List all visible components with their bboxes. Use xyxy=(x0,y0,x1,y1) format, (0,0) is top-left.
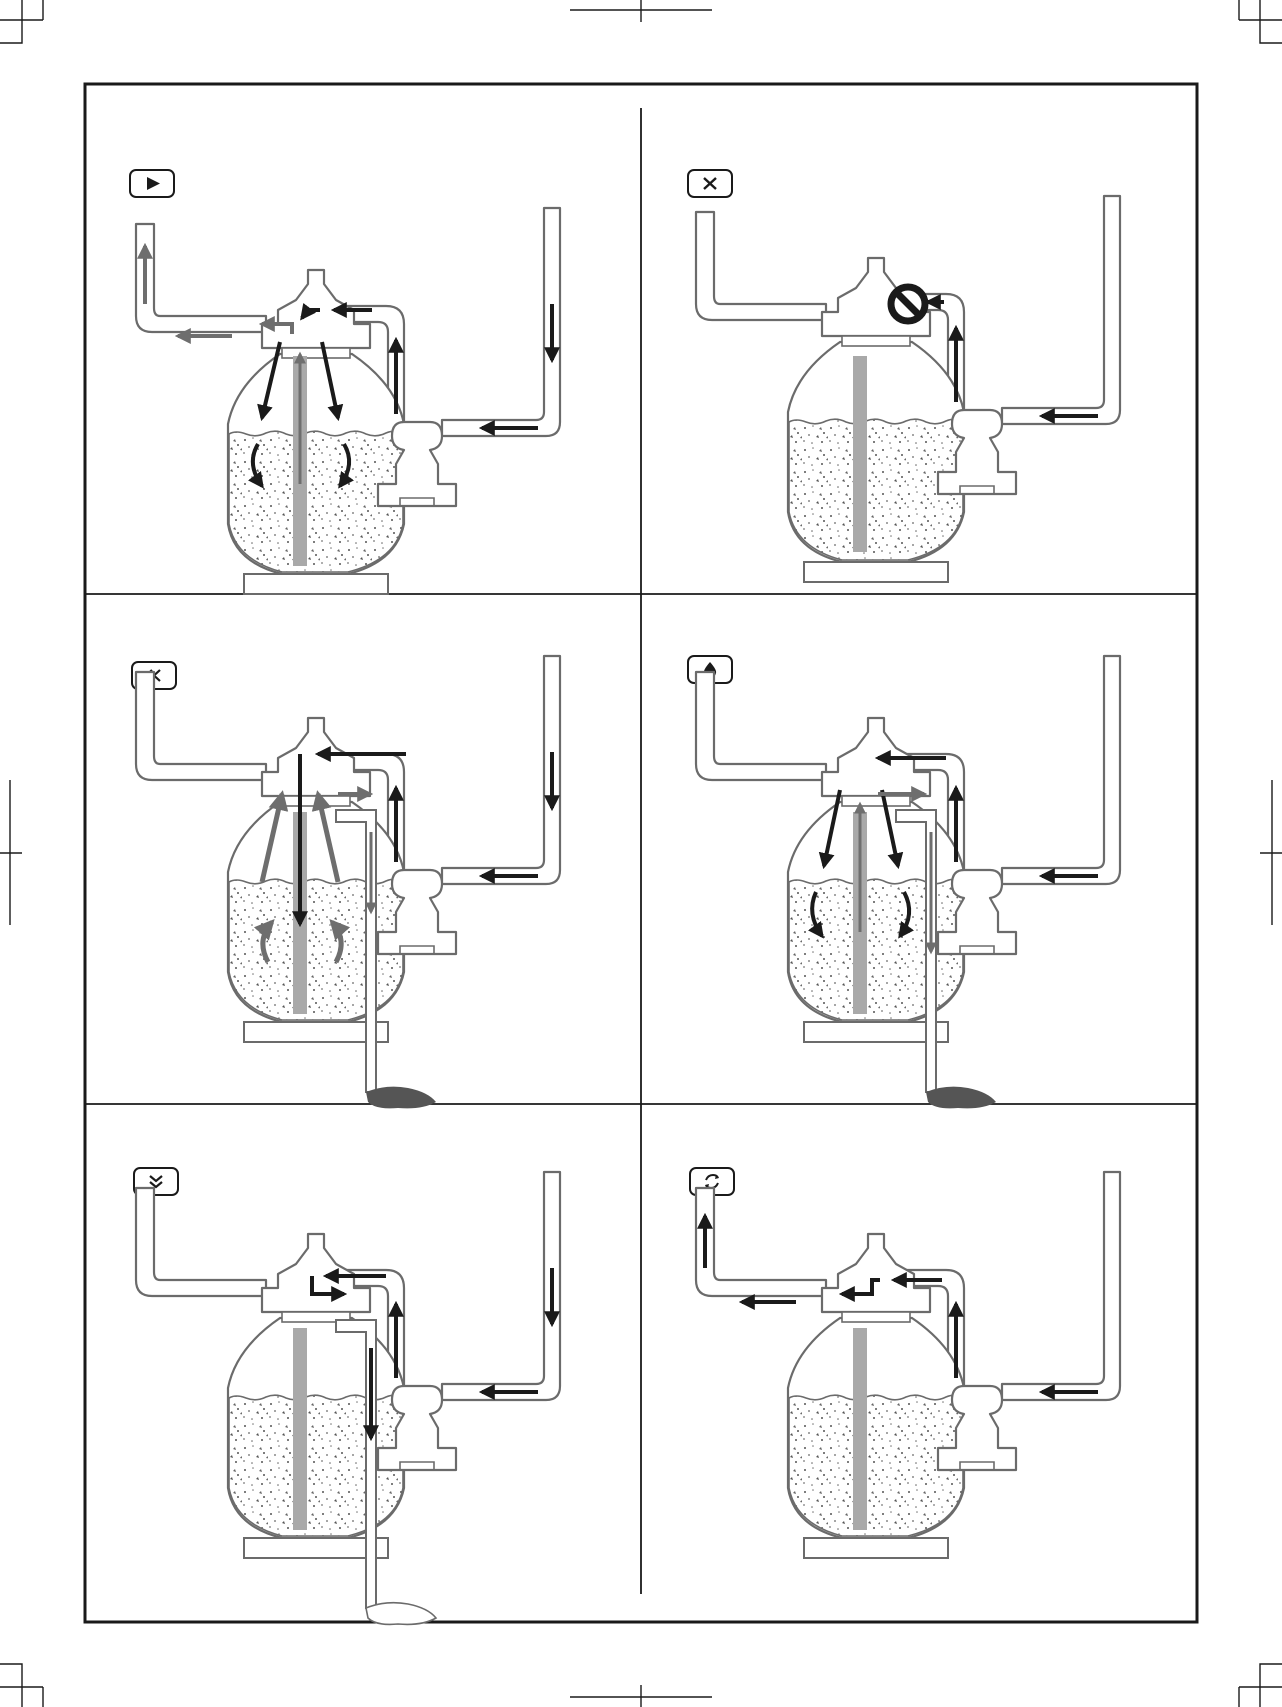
closed-system xyxy=(696,196,1120,582)
panel-closed xyxy=(688,170,1120,582)
panel-backwash xyxy=(132,656,560,1108)
mode-badge-closed xyxy=(688,170,732,197)
drain-puddle xyxy=(366,1087,436,1109)
drain-puddle xyxy=(366,1603,436,1625)
waste-system xyxy=(136,1172,560,1558)
panel-filter xyxy=(130,170,560,594)
blocked-icon xyxy=(891,287,925,321)
mode-badge-filter xyxy=(130,170,174,197)
panel-rinse xyxy=(688,656,1120,1108)
panel-waste xyxy=(134,1168,560,1624)
drain-puddle xyxy=(926,1087,996,1109)
panel-recirculate xyxy=(690,1168,1120,1558)
backwash-system xyxy=(136,656,560,1042)
rinse-system xyxy=(696,656,1120,1042)
recirculate-system xyxy=(696,1172,1120,1558)
filter-system xyxy=(136,208,560,594)
